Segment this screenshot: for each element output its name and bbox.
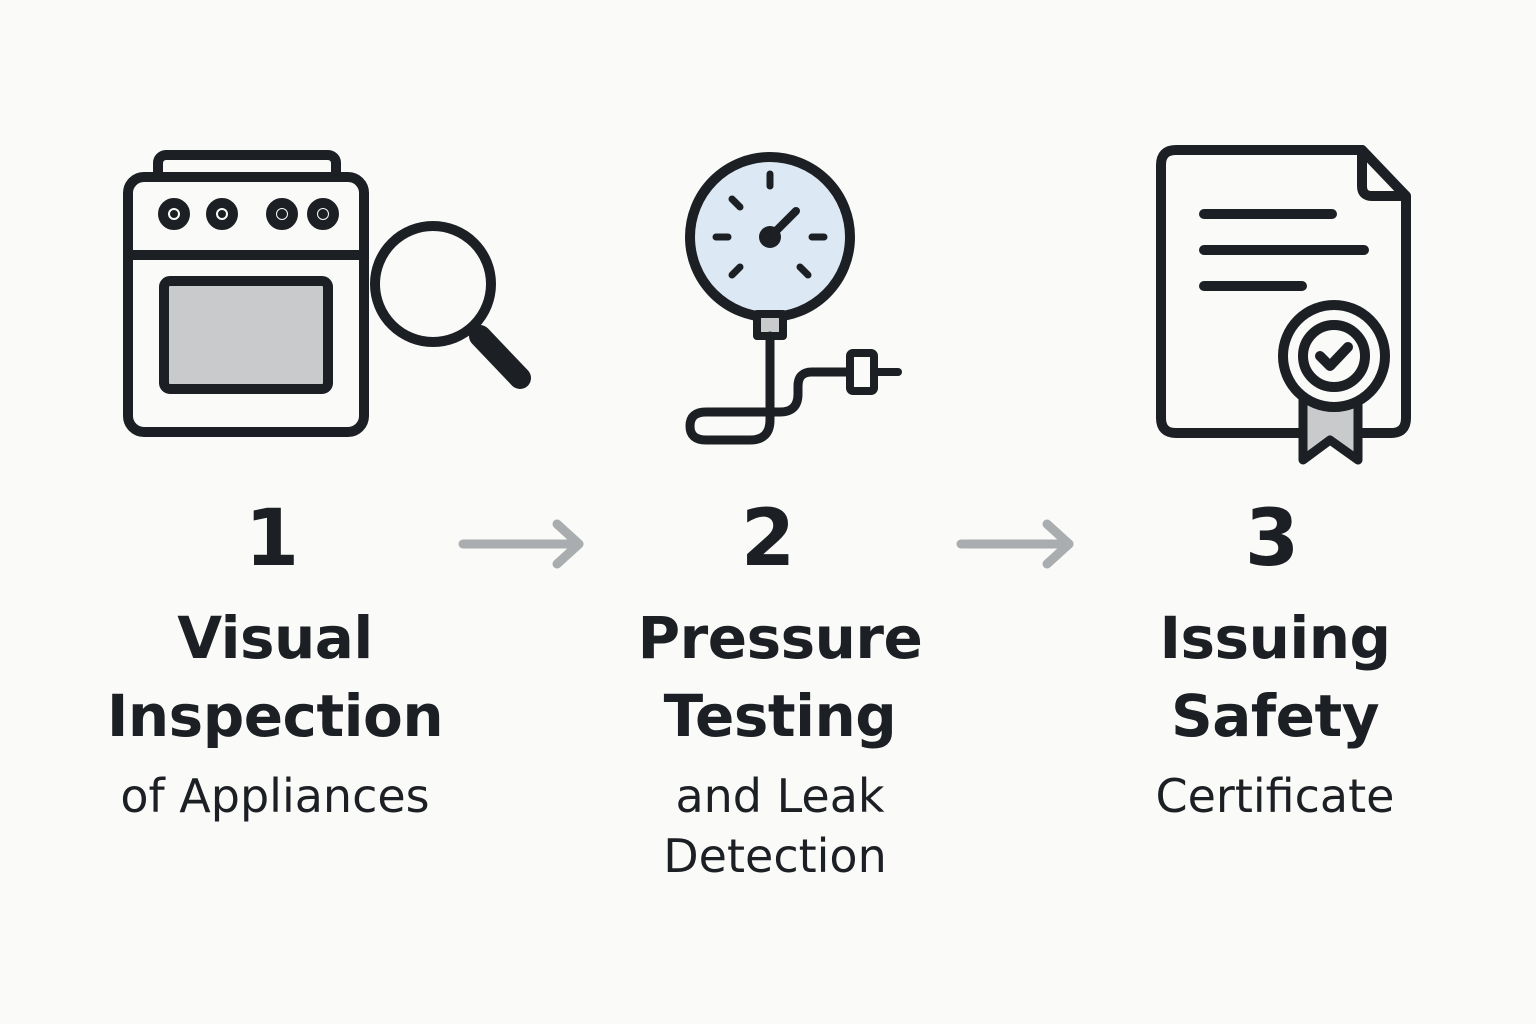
step-3-title-line-1: Issuing [1159,604,1391,672]
step-2-title-line-1: Pressure [637,604,923,672]
oven-knob-2 [206,198,238,230]
step-2-number: 2 [740,494,796,584]
magnifier-lens [370,221,496,347]
badge-check-icon [1315,342,1353,371]
step-1-subtitle: of Appliances [120,769,430,823]
certificate-icon [1156,145,1411,465]
oven-knob-4 [307,198,339,230]
certificate-fold [1357,145,1411,201]
arrow-1-icon [458,519,584,569]
step-2-title-line-2: Testing [663,682,897,750]
oven-knob-3 [266,198,298,230]
oven-knob-1 [158,198,190,230]
step-3-number: 3 [1244,494,1300,584]
step-3-subtitle: Certificate [1155,769,1395,823]
badge-inner [1298,320,1370,392]
arrow-2-icon [956,519,1074,569]
gauge-ticks [712,170,828,279]
step-1-title-line-1: Visual [177,604,373,672]
oven-window [159,276,333,394]
step-2-subtitle-line-1: and Leak [675,769,885,823]
pressure-gauge-icon [685,152,902,445]
magnifier-handle [469,325,531,389]
step-1-number: 1 [244,494,300,584]
step-1-title-line-2: Inspection [106,682,444,750]
step-2-subtitle-line-2: Detection [663,829,887,883]
gauge-hose [685,331,855,445]
oven-magnifier-icon [123,150,531,437]
step-3-title-line-2: Safety [1170,682,1380,750]
